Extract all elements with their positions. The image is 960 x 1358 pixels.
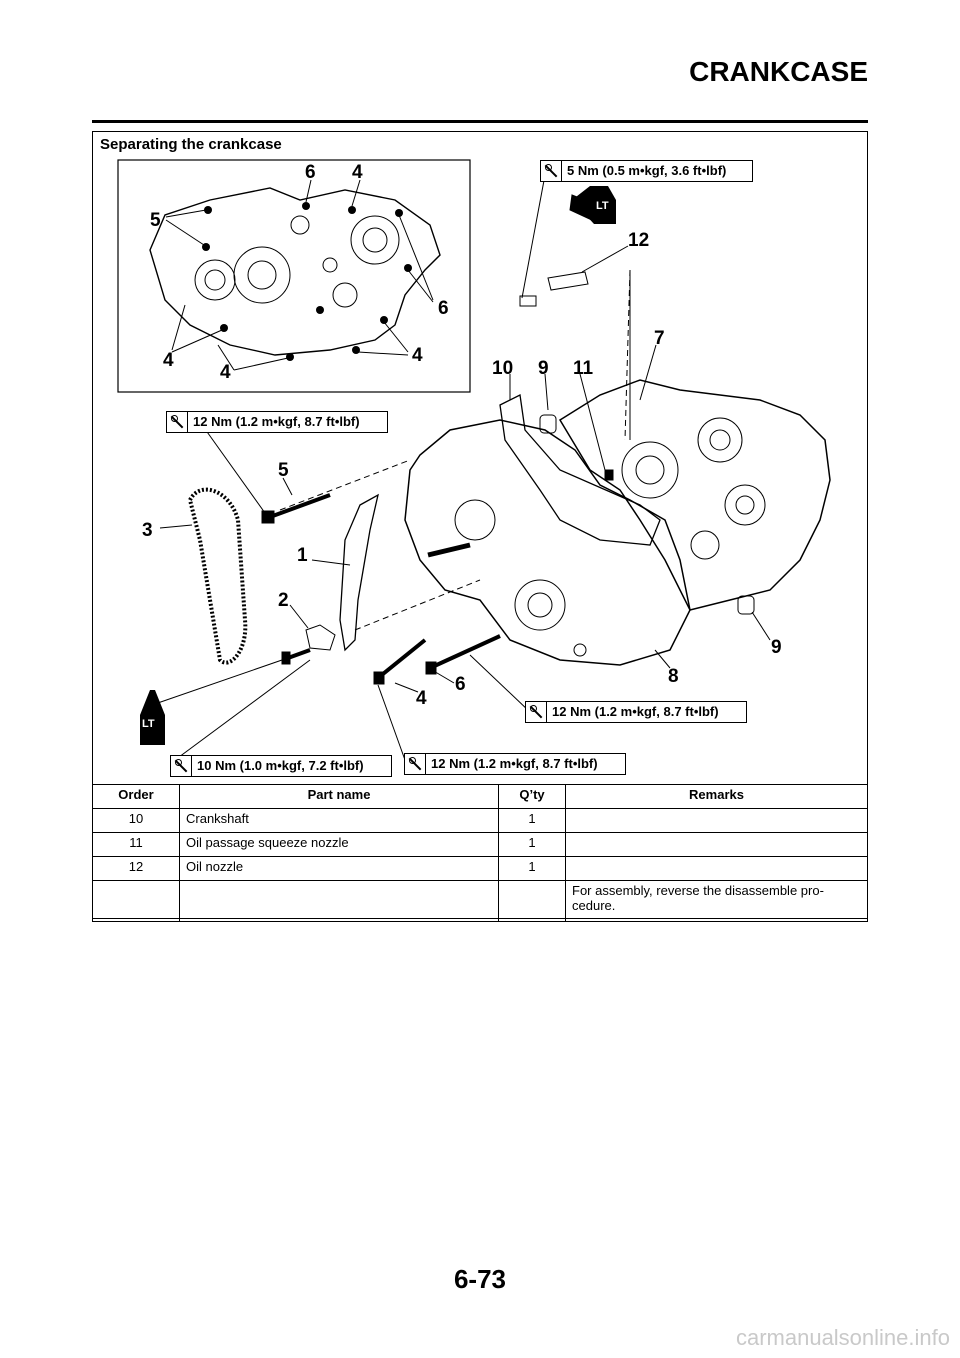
- cell-qty: 1: [498, 832, 566, 857]
- torque-wrench-icon: [541, 161, 562, 181]
- cell-part-name: Crankshaft: [179, 808, 499, 833]
- crankcase-right-half: [558, 379, 831, 611]
- screw-2: [287, 648, 311, 660]
- torque-spec-5nm: 5 Nm (0.5 m•kgf, 3.6 ft•lbf): [540, 160, 753, 182]
- callout-1: 1: [297, 545, 308, 566]
- table-row: For assembly, reverse the disassemble pr…: [92, 880, 868, 922]
- torque-wrench-icon: [167, 412, 188, 432]
- parts-table: Order Part name Q’ty Remarks 10 Cranksha…: [92, 784, 868, 922]
- cell-part-name: Oil passage squeeze nozzle: [179, 832, 499, 857]
- column-header-remarks: Remarks: [565, 784, 868, 809]
- lt-bottle-upper: [572, 186, 616, 224]
- oil-nozzle: [547, 271, 589, 291]
- callout-inset-4b: 4: [163, 350, 174, 371]
- inset-crankcase-outline: [149, 187, 441, 356]
- callout-inset-6a: 6: [305, 162, 316, 183]
- callout-6: 6: [455, 674, 466, 695]
- lt-icon-upper: LT: [596, 200, 609, 212]
- torque-spec-text: 12 Nm (1.2 m•kgf, 8.7 ft•lbf): [431, 756, 598, 771]
- callout-11: 11: [573, 358, 594, 379]
- dowel-pin-upper: [539, 414, 557, 434]
- callout-inset-4c: 4: [220, 362, 231, 383]
- cell-part-name: [179, 880, 499, 922]
- section-title: Separating the crankcase: [100, 136, 282, 153]
- callout-8: 8: [668, 666, 679, 687]
- callout-inset-5: 5: [150, 210, 161, 231]
- callout-inset-4a: 4: [352, 162, 363, 183]
- torque-spec-12nm-upper: 12 Nm (1.2 m•kgf, 8.7 ft•lbf): [166, 411, 388, 433]
- column-header-order: Order: [92, 784, 180, 809]
- page-number: 6-73: [453, 1264, 507, 1294]
- callout-9-upper: 9: [538, 358, 549, 379]
- bolt-5: [269, 493, 331, 519]
- torque-spec-10nm: 10 Nm (1.0 m•kgf, 7.2 ft•lbf): [170, 755, 392, 777]
- callout-3: 3: [142, 520, 153, 541]
- cam-chain: [187, 487, 248, 665]
- cell-qty: 1: [498, 856, 566, 881]
- callout-12: 12: [628, 230, 650, 251]
- callout-2: 2: [278, 590, 289, 611]
- tensioner-bracket: [305, 624, 336, 651]
- cell-qty: 1: [498, 808, 566, 833]
- header-rule: [92, 120, 868, 123]
- torque-spec-text: 12 Nm (1.2 m•kgf, 8.7 ft•lbf): [552, 704, 719, 719]
- inset-bearing-left: [194, 259, 236, 301]
- inset-bearing-right: [350, 215, 400, 265]
- table-header-row: Order Part name Q’ty Remarks: [92, 784, 868, 809]
- chain-guide: [339, 493, 379, 652]
- table-row: 11 Oil passage squeeze nozzle 1: [92, 832, 868, 857]
- cell-order: 11: [92, 832, 180, 857]
- cell-remarks: [565, 856, 868, 881]
- column-header-qty: Q’ty: [498, 784, 566, 809]
- callout-4: 4: [416, 688, 427, 709]
- callout-10: 10: [492, 358, 514, 379]
- torque-spec-text: 10 Nm (1.0 m•kgf, 7.2 ft•lbf): [197, 758, 364, 773]
- table-row: 10 Crankshaft 1: [92, 808, 868, 833]
- cell-qty: [498, 880, 566, 922]
- callout-7: 7: [654, 328, 665, 349]
- bolt-6: [429, 634, 501, 670]
- inset-panel: [117, 159, 471, 393]
- cell-remarks: For assembly, reverse the disassemble pr…: [565, 880, 868, 922]
- cell-order: 10: [92, 808, 180, 833]
- dowel-pin-lower: [737, 595, 755, 615]
- callout-9-lower: 9: [771, 637, 782, 658]
- torque-spec-12nm-right: 12 Nm (1.2 m•kgf, 8.7 ft•lbf): [525, 701, 747, 723]
- oil-nozzle-bolt: [519, 295, 537, 307]
- torque-spec-12nm-lower: 12 Nm (1.2 m•kgf, 8.7 ft•lbf): [404, 753, 626, 775]
- lt-bottle-lower: [140, 690, 165, 745]
- inset-bearing-center: [233, 246, 291, 304]
- cell-order: 12: [92, 856, 180, 881]
- watermark: carmanualsonline.info: [735, 1325, 950, 1350]
- table-row: 12 Oil nozzle 1: [92, 856, 868, 881]
- lt-icon-lower: LT: [142, 718, 155, 730]
- torque-wrench-icon: [405, 754, 426, 774]
- torque-spec-text: 12 Nm (1.2 m•kgf, 8.7 ft•lbf): [193, 414, 360, 429]
- cell-part-name: Oil nozzle: [179, 856, 499, 881]
- callout-inset-4d: 4: [412, 345, 423, 366]
- bolt-4: [376, 638, 427, 680]
- exploded-view-diagram: [117, 159, 831, 761]
- crankshaft: [499, 394, 661, 546]
- torque-wrench-icon: [171, 756, 192, 776]
- cell-remarks: [565, 832, 868, 857]
- callout-inset-6b: 6: [438, 298, 449, 319]
- column-header-part-name: Part name: [179, 784, 499, 809]
- callout-5: 5: [278, 460, 289, 481]
- torque-wrench-icon: [526, 702, 547, 722]
- torque-spec-text: 5 Nm (0.5 m•kgf, 3.6 ft•lbf): [567, 163, 727, 178]
- cell-order: [92, 880, 180, 922]
- page-title: CRANKCASE: [689, 56, 868, 87]
- cell-remarks: [565, 808, 868, 833]
